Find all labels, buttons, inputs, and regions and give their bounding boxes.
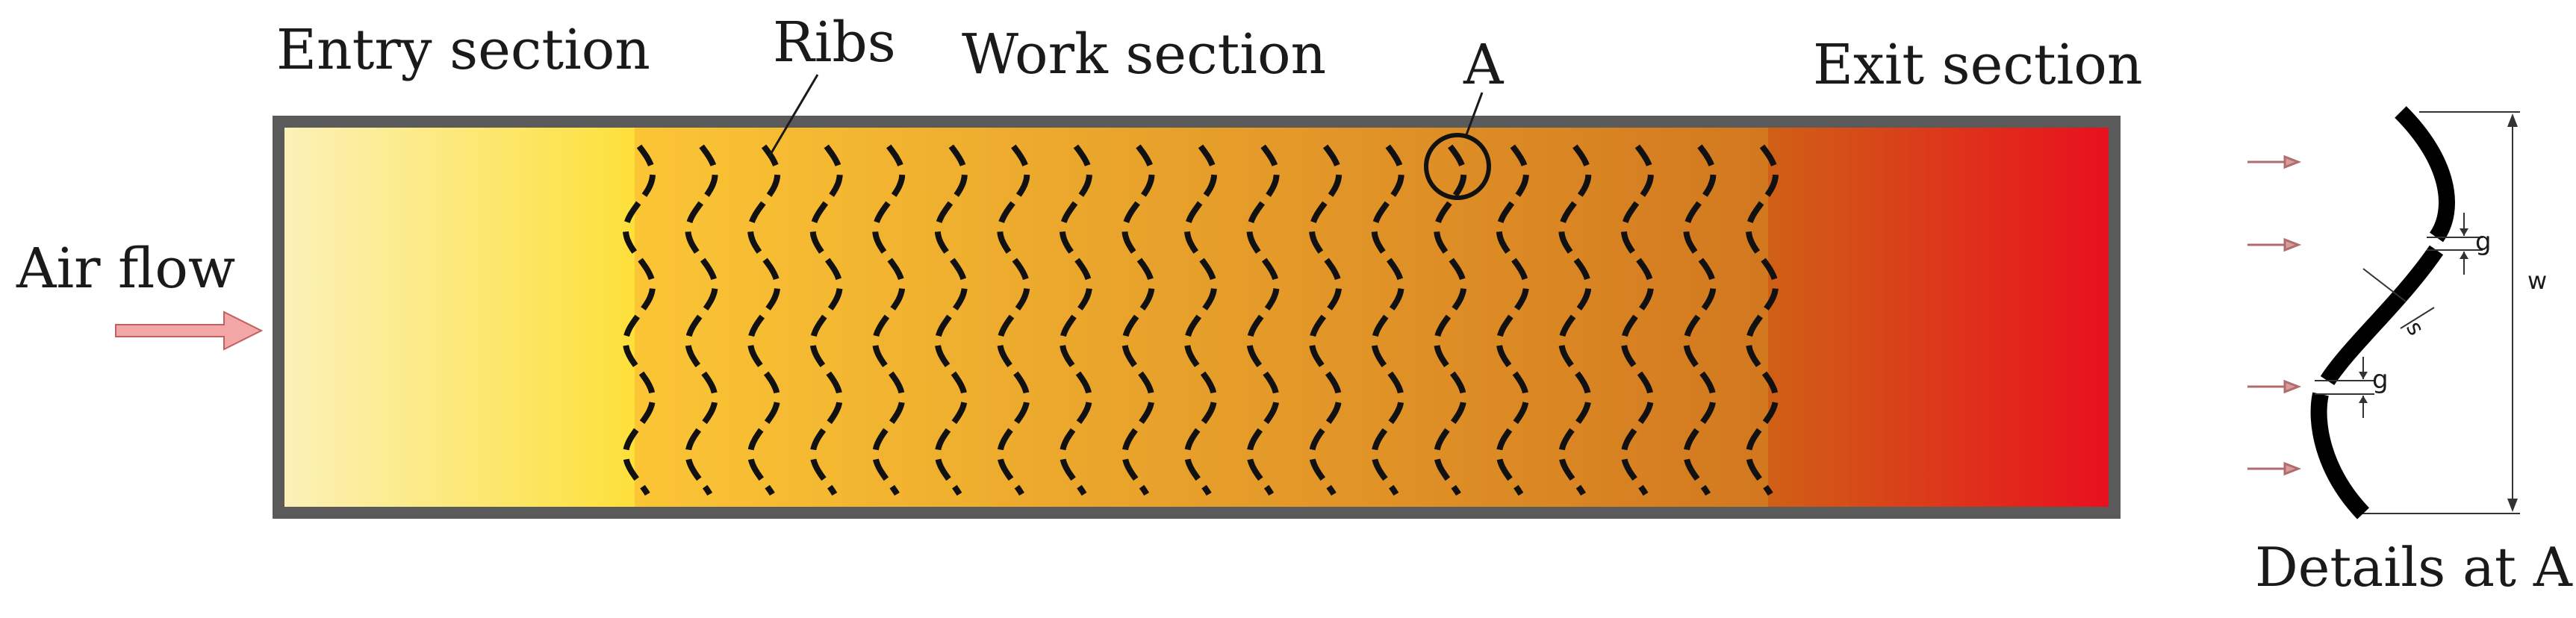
detail-a-circle — [1424, 133, 1491, 200]
detail-a-inset: w g g s Details at A — [2247, 106, 2573, 599]
rib-column — [1121, 144, 1155, 496]
rib-column — [1496, 144, 1529, 496]
entry-section-region — [284, 128, 635, 507]
air-flow-arrow — [115, 310, 264, 351]
ribs-label: Ribs — [773, 10, 896, 75]
marker-a-label: A — [1463, 33, 1505, 97]
rib-column — [1371, 144, 1404, 496]
marker-leader-line — [1464, 92, 1484, 137]
rib-column — [809, 144, 843, 496]
ribs-leader-line — [768, 74, 819, 157]
exit-section-region — [1768, 128, 2109, 507]
rib-column — [1246, 144, 1280, 496]
gap-top-arrow-up — [2460, 252, 2468, 259]
thickness-line-1 — [2362, 268, 2407, 302]
gap-top-label: g — [2475, 227, 2492, 257]
width-arrowhead-top — [2507, 113, 2518, 127]
rib-column — [1746, 144, 1779, 496]
air-flow-label: Air flow — [16, 237, 235, 301]
gap-top-arrow-down — [2460, 228, 2468, 236]
rib-column — [1683, 144, 1717, 496]
detail-inflow-arrows — [2247, 154, 2302, 476]
gap-bottom-label: g — [2372, 365, 2389, 395]
rib-column — [747, 144, 781, 496]
rib-column — [623, 144, 656, 496]
rib-array — [623, 144, 1779, 496]
rib-column — [1184, 144, 1217, 496]
details-caption: Details at A — [2255, 536, 2573, 599]
width-label: w — [2527, 266, 2547, 295]
rib-column — [872, 144, 906, 496]
detail-rib-segments — [2310, 106, 2455, 519]
rib-column — [934, 144, 968, 496]
rib-column — [1620, 144, 1654, 496]
rib-column — [685, 144, 718, 496]
width-arrowhead-bottom — [2507, 499, 2518, 512]
exit-section-label: Exit section — [1813, 33, 2143, 97]
work-section-label: Work section — [962, 22, 1326, 87]
rib-column — [1059, 144, 1092, 496]
thickness-line-2 — [2400, 307, 2435, 329]
entry-section-label: Entry section — [276, 18, 650, 82]
rib-column — [1434, 144, 1467, 496]
gap-bottom-arrow-down — [2359, 372, 2368, 379]
gap-bottom-arrow-up — [2359, 396, 2368, 403]
rib-column — [997, 144, 1030, 496]
rib-column — [1309, 144, 1343, 496]
rib-column — [1558, 144, 1592, 496]
work-section-region — [635, 128, 1768, 507]
